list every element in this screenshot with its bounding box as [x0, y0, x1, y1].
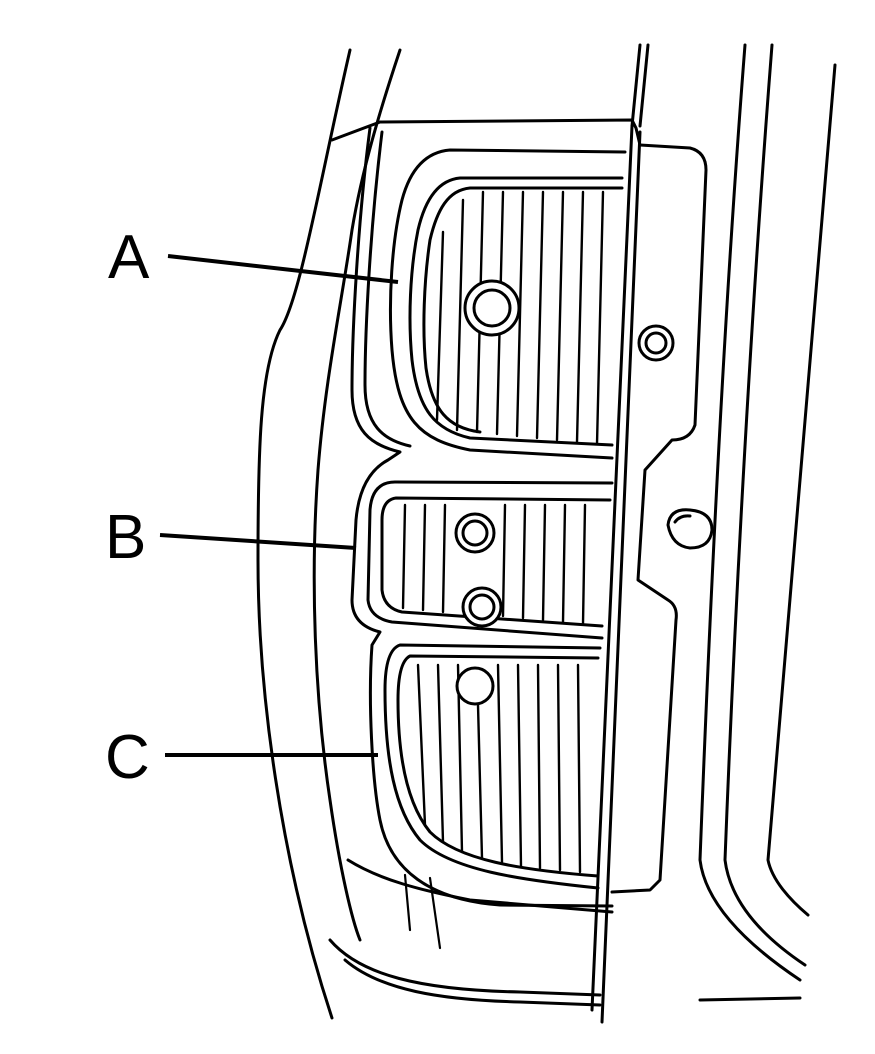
lower-trim — [403, 873, 442, 950]
lamp-housing — [328, 118, 708, 1007]
body-panel-right — [630, 43, 837, 1002]
callout-label-b: B — [105, 503, 146, 572]
lamp-seam — [590, 124, 642, 1024]
callout-label-c: C — [105, 723, 150, 792]
callout-leaders — [159, 254, 399, 757]
leader-a — [167, 254, 399, 284]
lens-middle-ribs — [401, 503, 587, 626]
leader-b — [159, 533, 357, 550]
lens-upper-ribs — [435, 190, 605, 446]
lens-upper — [388, 148, 675, 460]
callout-label-a: A — [108, 223, 150, 292]
callout-labels: A B C — [105, 223, 150, 792]
lens-middle — [366, 480, 714, 640]
lens-lower — [383, 643, 602, 890]
lens-lower-ribs — [416, 663, 582, 874]
body-panel-left — [256, 48, 402, 1020]
